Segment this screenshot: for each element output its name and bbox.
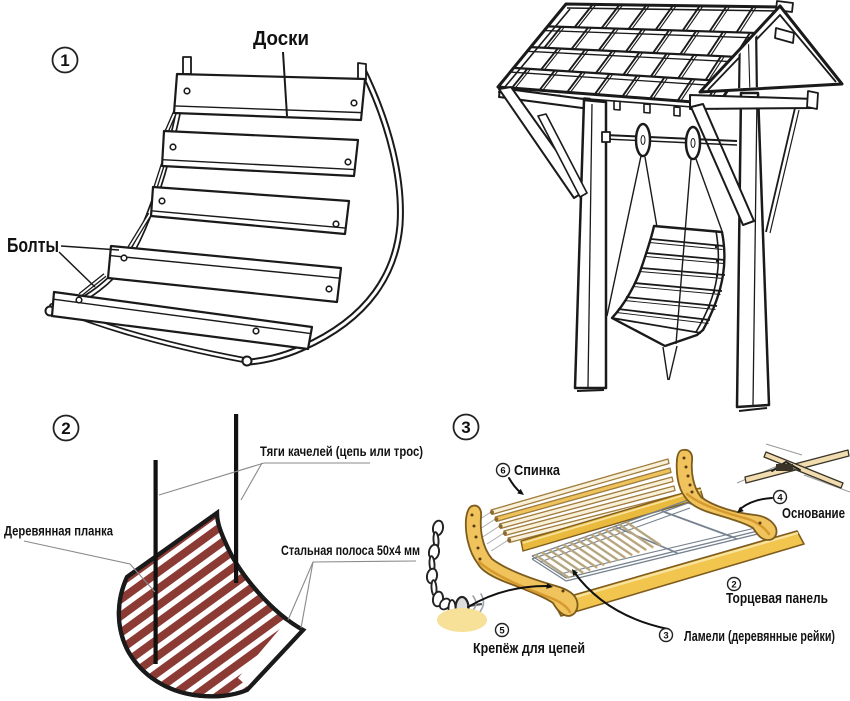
svg-text:3: 3 xyxy=(461,418,470,437)
svg-text:Болты: Болты xyxy=(7,235,59,257)
svg-text:Спинка: Спинка xyxy=(514,462,561,479)
svg-text:1: 1 xyxy=(60,51,69,70)
svg-text:4: 4 xyxy=(777,492,783,503)
svg-text:2: 2 xyxy=(61,419,70,438)
svg-text:3: 3 xyxy=(663,630,668,641)
svg-text:Стальная полоса 50х4 мм: Стальная полоса 50х4 мм xyxy=(281,543,420,558)
svg-text:5: 5 xyxy=(499,625,505,636)
svg-text:Основание: Основание xyxy=(782,505,845,522)
svg-text:6: 6 xyxy=(500,465,505,476)
svg-text:2: 2 xyxy=(731,579,736,590)
svg-text:Доски: Доски xyxy=(253,28,309,50)
svg-text:Деревянная планка: Деревянная планка xyxy=(4,524,113,539)
svg-text:Торцевая панель: Торцевая панель xyxy=(726,590,828,607)
svg-text:Крепёж для цепей: Крепёж для цепей xyxy=(473,640,585,657)
svg-text:Тяги качелей (цепь или трос): Тяги качелей (цепь или трос) xyxy=(260,444,423,459)
svg-text:Ламели (деревянные рейки): Ламели (деревянные рейки) xyxy=(684,628,835,645)
